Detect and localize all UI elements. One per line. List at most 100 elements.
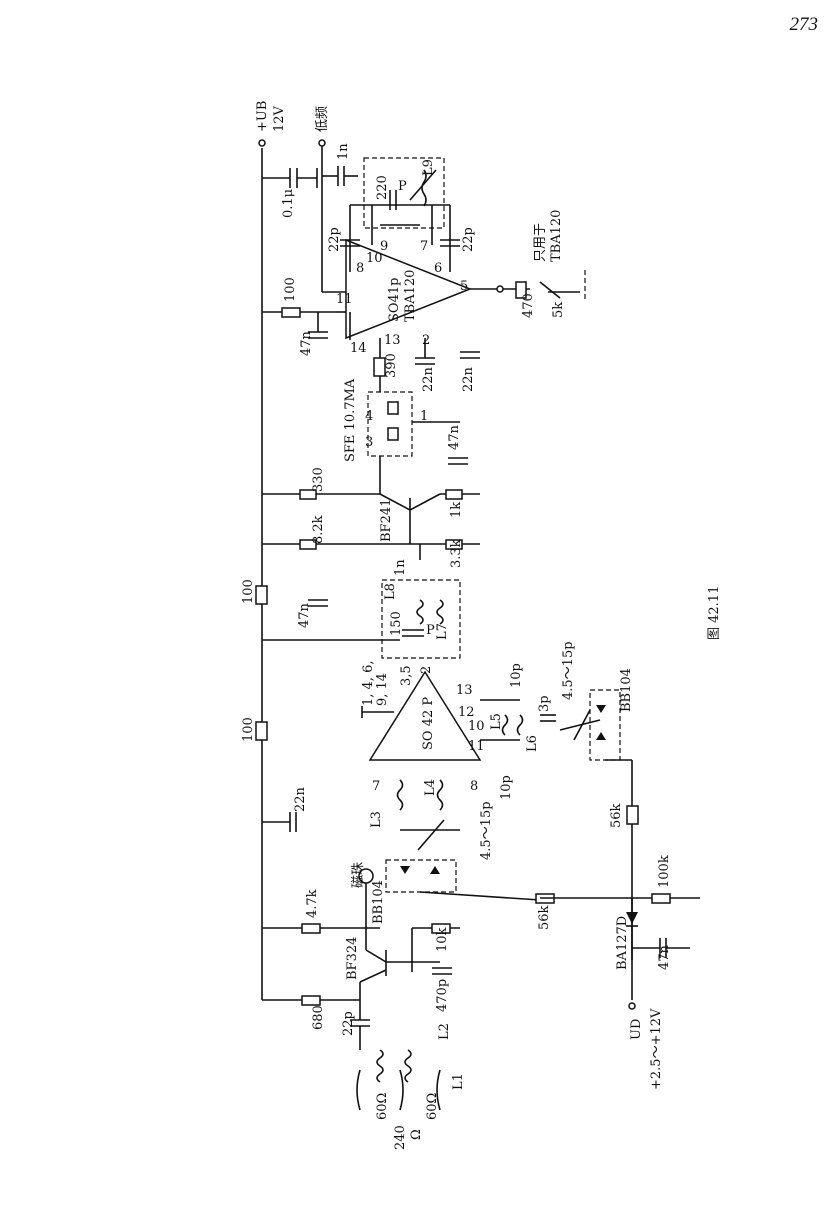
pin-label: 1 xyxy=(420,409,428,424)
pin-label: 13 xyxy=(384,333,401,348)
pin-label: 3 xyxy=(365,435,373,450)
transistor-bf241-label: BF241 xyxy=(379,499,394,542)
lowfreq-output: 低频 1n xyxy=(315,106,358,293)
pin-label: 10 xyxy=(366,251,383,266)
rc-so41-supply: 100 47n xyxy=(262,277,336,356)
ic-so41p-name: SO41p xyxy=(387,278,402,322)
pin-label: 9, 14 xyxy=(375,673,390,706)
diode-bb104-top-label: BB104 xyxy=(619,668,634,712)
cap-47n-label: 47n xyxy=(299,330,314,356)
diode-ba127d-label: BA127D xyxy=(615,916,630,970)
res-100-low-label: 100 xyxy=(241,717,256,742)
cap-trim-bot-label: 4.5～15p xyxy=(479,801,494,860)
transistor-bf324-label: BF324 xyxy=(345,937,360,980)
antenna-half-b-label: 60Ω xyxy=(425,1093,440,1120)
coil-l2-label: L2 xyxy=(437,1023,452,1040)
pin-label: 8 xyxy=(470,779,478,794)
bf241-stage: 330 8.2k BF241 1k 3.3k 1n xyxy=(262,456,480,576)
cap-47n-b-label: 47n xyxy=(447,424,462,450)
pin-label: 8 xyxy=(356,261,364,276)
pot-5k-label: 5k xyxy=(551,302,566,318)
cap-470p-label: 470p xyxy=(435,979,450,1012)
res-8.2k-label: 8.2k xyxy=(311,515,326,544)
res-1k-label: 1k xyxy=(449,502,464,518)
page-number: 273 xyxy=(789,14,819,35)
cap-10p-bot-label: 10p xyxy=(499,775,514,800)
pin-label: 12 xyxy=(458,705,475,720)
cap-220-label: 220 xyxy=(375,175,390,200)
ud-range-label: +2.5～+12V xyxy=(649,1008,664,1090)
mark-p: P xyxy=(398,179,407,194)
coil-l1-label: L1 xyxy=(451,1073,466,1090)
diode-bb104-bot-label: BB104 xyxy=(371,880,386,924)
cap-0.1u-label: 0.1μ xyxy=(281,189,296,218)
pin-label: 14 xyxy=(350,341,367,356)
res-330-label: 330 xyxy=(311,467,326,492)
ic-so41p-sub: TBA120 xyxy=(403,270,418,322)
tuning-voltage: BA127D 47n UD +2.5～+12V xyxy=(615,898,690,1090)
supply-ub-label: +UB xyxy=(255,101,270,132)
res-4.7k-label: 4.7k xyxy=(305,889,320,918)
res-680-label: 680 xyxy=(311,1005,326,1030)
cap-22p-right-label: 22p xyxy=(461,227,476,252)
tba120-volume-option: 只用于 TBA120 470 5k xyxy=(470,210,586,318)
supply-rail xyxy=(258,139,318,1000)
pin-label: 11 xyxy=(336,292,353,307)
pin-label: 3,5 xyxy=(399,665,414,686)
only-for-label: 只用于 xyxy=(533,223,548,262)
cap-47n-d-label: 47n xyxy=(657,944,672,970)
coil-l3-label: L3 xyxy=(369,811,384,828)
cap-10p-top-label: 10p xyxy=(509,663,524,688)
res-470-label: 470 xyxy=(521,293,536,318)
pin-label: 10 xyxy=(468,719,485,734)
filter-name: SFE 10.7MA xyxy=(343,378,358,462)
rail-decoupling: 100 22n xyxy=(241,717,308,832)
pin-label: 2 xyxy=(419,666,434,674)
cap-1n-label: 1n xyxy=(336,143,351,160)
pin-label: 13 xyxy=(456,683,473,698)
antenna-half-a-label: 60Ω xyxy=(375,1093,390,1120)
pin-label: 7 xyxy=(372,779,380,794)
res-56k-b-label: 56k xyxy=(537,905,552,930)
cap-1n-b-label: 1n xyxy=(393,559,408,576)
mark-p-2: P xyxy=(426,623,435,638)
pin-label: 11 xyxy=(468,739,485,754)
res-100-top-label: 100 xyxy=(283,277,298,302)
antenna-input: L2 L1 60Ω 60Ω 240 Ω xyxy=(356,1023,466,1150)
res-390-label: 390 xyxy=(384,353,399,378)
lowfreq-label: 低频 xyxy=(315,106,330,132)
supply-labels: +UB 12V 0.1μ xyxy=(255,101,296,218)
cap-22n-a-label: 22n xyxy=(421,366,436,392)
cap-22p-left-label: 22p xyxy=(327,227,342,252)
pin-label: 9 xyxy=(380,239,388,254)
pin-label: 4 xyxy=(365,409,373,424)
coil-l6-label: L6 xyxy=(525,735,540,752)
pin-label: 6 xyxy=(434,261,442,276)
cap-47n-c-label: 47n xyxy=(297,602,312,628)
pin-label: 7 xyxy=(420,239,428,254)
ud-label: UD xyxy=(629,1019,644,1040)
coil-l5-label: L5 xyxy=(489,713,504,730)
ceramic-filter: SFE 10.7MA 3 4 1 47n xyxy=(343,378,468,465)
cap-22p-in-label: 22p xyxy=(341,1011,356,1036)
ic-so42p: SO 42 P 1, 4, 6, 9, 14 3,5 2 13 12 10 11… xyxy=(361,661,485,794)
res-10k-label: 10k xyxy=(435,927,450,952)
ferrite-bead-label: 磁珠 xyxy=(351,862,366,888)
supply-ub-value: 12V xyxy=(272,105,287,132)
pin-label: 5 xyxy=(460,279,468,294)
antenna-unit: Ω xyxy=(409,1129,424,1140)
if-transformer-l7-l8: 100 47n 150 P L7 L8 xyxy=(241,579,461,659)
input-tank: L4 L3 4.5～15p 56k 100k 磁珠 BB104 xyxy=(351,779,700,930)
cap-150-label: 150 xyxy=(389,611,404,636)
oscillator-tank: 10p 10p L5 L6 3p 4.5～15p BB104 56k xyxy=(480,641,639,960)
only-for-ic-label: TBA120 xyxy=(549,210,564,262)
decoupling-so41: 390 22n 22n xyxy=(373,351,480,392)
coil-l7-label: L7 xyxy=(435,623,450,640)
antenna-impedance: 240 xyxy=(393,1125,408,1150)
coil-l9-label: L9 xyxy=(421,159,436,176)
pin-label: 2 xyxy=(422,333,430,348)
cap-trim-top-label: 4.5～15p xyxy=(561,641,576,700)
res-56k-a-label: 56k xyxy=(609,803,624,828)
coil-l8-label: L8 xyxy=(383,583,398,600)
